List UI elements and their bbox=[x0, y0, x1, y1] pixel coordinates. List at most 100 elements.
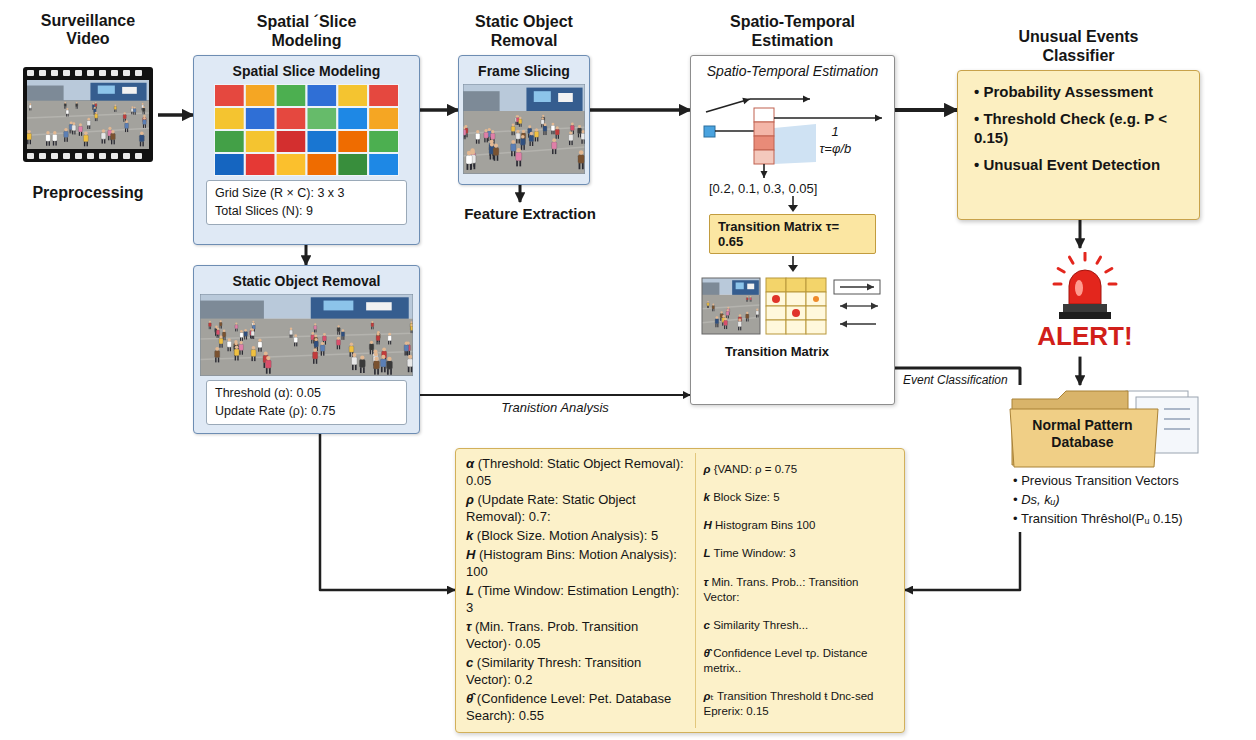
node-text: k Block Size: 5 bbox=[704, 490, 894, 505]
graphic-part bbox=[94, 118, 96, 121]
graphic-part bbox=[64, 128, 67, 131]
graphic-part bbox=[712, 304, 714, 306]
graphic-part bbox=[523, 145, 524, 150]
graphic-part bbox=[209, 323, 212, 327]
graphic-part bbox=[111, 133, 116, 140]
flow-arrow bbox=[420, 108, 458, 112]
graphic-part bbox=[46, 134, 51, 141]
graphic-part bbox=[359, 359, 365, 367]
graphic-part bbox=[840, 321, 847, 328]
graphic-part bbox=[736, 282, 744, 289]
graphic-part bbox=[123, 114, 126, 118]
graphic-part bbox=[79, 131, 80, 135]
node-text: • Previous Transition Vectors bbox=[1013, 473, 1179, 488]
graph-graphic bbox=[698, 84, 888, 179]
graphic-part bbox=[806, 278, 826, 292]
graphic-part bbox=[235, 325, 238, 329]
graphic-part bbox=[569, 140, 570, 145]
graphic-part bbox=[374, 369, 376, 375]
graphic-part bbox=[123, 118, 125, 121]
graphic-part bbox=[370, 341, 373, 344]
graphic-part bbox=[1054, 283, 1061, 286]
graphic-part bbox=[27, 100, 149, 148]
graphic-part bbox=[792, 196, 794, 206]
graphic-part bbox=[541, 120, 544, 125]
graphic-part bbox=[806, 292, 826, 306]
graphic-part bbox=[66, 114, 68, 117]
graphic-part bbox=[518, 123, 520, 126]
graphic-part bbox=[756, 311, 759, 315]
graphic-part bbox=[143, 119, 147, 124]
graphic-part bbox=[336, 340, 340, 346]
node-text: Threshold (α): 0.05 bbox=[215, 385, 321, 403]
node-text: • Probability Assessment bbox=[974, 82, 1153, 102]
graphic-part bbox=[29, 105, 31, 108]
graphic-part bbox=[66, 110, 69, 114]
graphic-part bbox=[87, 153, 94, 159]
graphic-part bbox=[214, 107, 245, 130]
graphic-part bbox=[240, 333, 244, 338]
graphic-part bbox=[78, 126, 82, 132]
graphic-part bbox=[390, 341, 391, 345]
graphic-part bbox=[484, 132, 488, 138]
graphic-part bbox=[774, 124, 816, 164]
graphic-part bbox=[134, 112, 136, 115]
graphic-part bbox=[1109, 283, 1116, 286]
graphic-part bbox=[104, 139, 105, 144]
graphic-part bbox=[222, 332, 226, 337]
graphic-part bbox=[216, 330, 219, 335]
graphic-part bbox=[200, 333, 413, 339]
graphic-part bbox=[133, 108, 136, 112]
graphic-part bbox=[534, 91, 551, 102]
graphic-part bbox=[788, 205, 798, 212]
graphic-part bbox=[236, 328, 238, 331]
graphic-part bbox=[528, 125, 531, 128]
graphic-part bbox=[571, 140, 572, 145]
graphic-part bbox=[115, 109, 117, 112]
graphic-part bbox=[716, 316, 719, 319]
graphic-part bbox=[96, 118, 98, 121]
graphic-part bbox=[214, 153, 245, 176]
graphic-part bbox=[526, 88, 582, 112]
graphic-part bbox=[123, 70, 130, 76]
graphic-part bbox=[27, 80, 149, 149]
graphic-part bbox=[84, 141, 85, 146]
graphic-part bbox=[476, 139, 477, 144]
graphic-part bbox=[470, 164, 472, 170]
graphic-part bbox=[87, 120, 91, 125]
node-text: [0.2, 0.1, 0.3, 0.05] bbox=[709, 181, 817, 196]
graphic-part bbox=[89, 125, 90, 129]
graphic-part bbox=[244, 336, 246, 340]
siren-graphic bbox=[1045, 252, 1125, 320]
node-text: ρ (Update Rate: Static Object Removal): … bbox=[466, 492, 687, 526]
graphic-part bbox=[581, 139, 582, 144]
graphic-part bbox=[321, 351, 322, 356]
graphic-part bbox=[111, 130, 114, 133]
down-graphic bbox=[783, 196, 803, 212]
graphic-part bbox=[542, 115, 544, 117]
graphic-part bbox=[376, 336, 380, 341]
graphic-part bbox=[558, 135, 559, 139]
graphic-part bbox=[94, 107, 96, 109]
graphic-part bbox=[702, 278, 760, 334]
graphic-part bbox=[87, 125, 88, 129]
grid-illustration bbox=[214, 84, 399, 176]
graphic-part bbox=[1058, 269, 1064, 273]
node-text: Spatial Slice Modeling bbox=[233, 63, 381, 79]
graphic-part bbox=[83, 135, 88, 142]
database-folder: Normal Pattern Database• Previous Transi… bbox=[1005, 385, 1205, 532]
graphic-part bbox=[541, 124, 543, 127]
graphic-part bbox=[53, 131, 56, 134]
graphic-part bbox=[215, 347, 219, 351]
graphic-part bbox=[27, 80, 149, 101]
graphic-part bbox=[553, 130, 554, 134]
graphic-part bbox=[374, 352, 378, 356]
graphic-part bbox=[519, 160, 521, 166]
graphic-part bbox=[746, 300, 748, 302]
graphic-part bbox=[742, 98, 750, 105]
graphic-part bbox=[724, 318, 727, 321]
graphic-part bbox=[747, 284, 754, 290]
graphic-part bbox=[746, 314, 749, 318]
graph-illustration: 1τ=φ/b bbox=[698, 84, 888, 179]
